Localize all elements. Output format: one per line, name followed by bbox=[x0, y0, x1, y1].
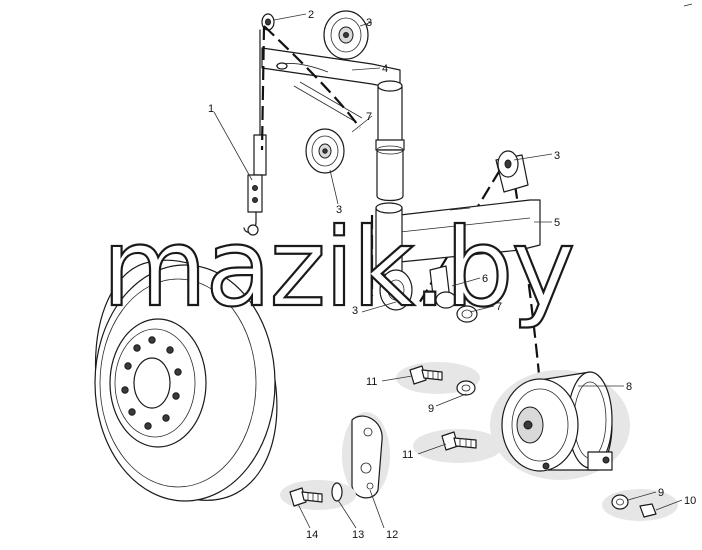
callout-9-lower: 9 bbox=[658, 487, 664, 499]
callout-10: 10 bbox=[684, 495, 696, 507]
callout-labels: 2 3 4 1 7 3 3 5 6 7 3 8 11 9 11 9 10 12 … bbox=[208, 9, 696, 541]
callout-13: 13 bbox=[352, 529, 364, 541]
callout-7-lower: 7 bbox=[496, 301, 502, 313]
winch-drum bbox=[490, 370, 630, 480]
leader-lines bbox=[213, 13, 683, 529]
callout-3-lower-roller: 3 bbox=[352, 305, 358, 317]
lower-roller bbox=[379, 265, 478, 323]
pulley-upper bbox=[323, 10, 369, 60]
callout-9-upper: 9 bbox=[428, 403, 434, 415]
callout-12: 12 bbox=[386, 529, 398, 541]
callout-3-guide-roller: 3 bbox=[554, 150, 560, 162]
wheel bbox=[94, 259, 278, 502]
callout-3-upper-pulley: 3 bbox=[366, 17, 372, 29]
callout-14: 14 bbox=[306, 529, 318, 541]
callout-4: 4 bbox=[382, 63, 388, 75]
watermark-text: mazik.by bbox=[102, 206, 573, 331]
callout-11-lower: 11 bbox=[402, 449, 413, 461]
callout-2: 2 bbox=[308, 9, 314, 21]
bolt-set-upper bbox=[396, 362, 480, 396]
callout-3-middle-pulley: 3 bbox=[336, 204, 342, 216]
callout-6: 6 bbox=[482, 273, 488, 285]
callout-7-upper: 7 bbox=[366, 111, 372, 123]
hook-assembly bbox=[243, 29, 267, 236]
wheel-bolt-holes bbox=[121, 336, 182, 430]
bolt-set-lower bbox=[413, 429, 503, 463]
corner-mark bbox=[683, 3, 693, 7]
callout-8: 8 bbox=[626, 381, 632, 393]
lower-bracket bbox=[375, 150, 541, 276]
callout-11-upper: 11 bbox=[366, 376, 377, 388]
washer-nut-set bbox=[602, 489, 678, 521]
callout-1: 1 bbox=[208, 103, 214, 115]
mounting-plate bbox=[342, 412, 390, 499]
bolt-washer-set bbox=[280, 480, 356, 510]
callout-5: 5 bbox=[554, 217, 560, 229]
pulley-middle bbox=[305, 128, 345, 174]
